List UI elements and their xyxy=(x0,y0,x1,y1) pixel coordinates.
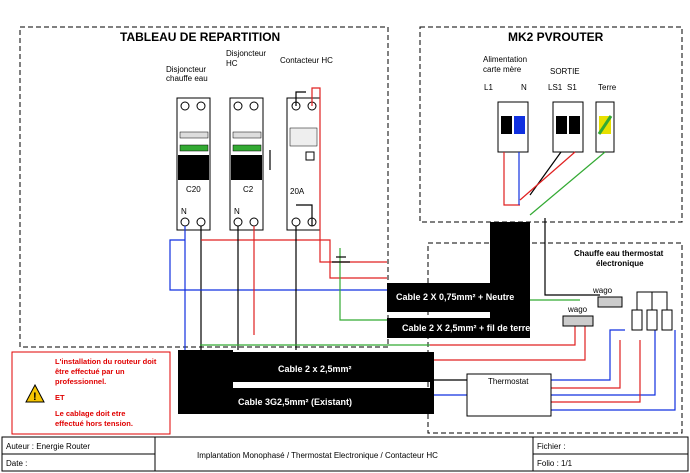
router-terminal-power xyxy=(497,101,529,153)
wago-2 xyxy=(562,315,594,327)
svg-text:C2: C2 xyxy=(243,185,254,194)
footer-file: Fichier : xyxy=(537,442,565,451)
cable-label-3: Cable 2 x 2,5mm² xyxy=(278,364,352,374)
svg-text:ET: ET xyxy=(55,393,65,402)
label-s1: S1 xyxy=(567,83,577,92)
label-l1: L1 xyxy=(484,83,493,92)
label-n: N xyxy=(521,83,527,92)
heating-elements xyxy=(631,291,673,331)
cable-label-4: Cable 3G2,5mm² (Existant) xyxy=(238,397,352,407)
wago-1 xyxy=(597,296,623,308)
label-earth: Terre xyxy=(598,83,617,92)
breaker2-label-1: Disjoncteur xyxy=(226,49,266,58)
panel-left-frame xyxy=(19,26,389,348)
svg-text:C20: C20 xyxy=(186,185,201,194)
svg-text:être effectué par un: être effectué par un xyxy=(55,367,125,376)
warning-icon: ! xyxy=(33,391,37,403)
breaker-hc: C2 N xyxy=(229,97,264,231)
svg-text:effectué hors tension.: effectué hors tension. xyxy=(55,419,133,428)
svg-text:Le cablage doit etre: Le cablage doit etre xyxy=(55,409,125,418)
power-label-2: carte mère xyxy=(483,65,522,74)
router-terminal-output xyxy=(552,101,584,153)
breaker1-label-1: Disjoncteur xyxy=(166,65,206,74)
thermostat-box xyxy=(466,373,552,417)
footer-folio: Folio : 1/1 xyxy=(537,459,573,468)
svg-text:N: N xyxy=(234,207,240,216)
breaker-chauffe-eau: C20 N xyxy=(176,97,211,231)
wires xyxy=(169,87,676,411)
title-block: Auteur : Energie Router Date : Implantat… xyxy=(1,436,689,472)
heater-title-1: Chauffe eau thermostat xyxy=(574,249,664,258)
warning-box: ! L'installation du routeur doit être ef… xyxy=(11,351,171,435)
breaker1-label-2: chauffe eau xyxy=(166,74,208,83)
svg-text:N: N xyxy=(181,207,187,216)
output-label: SORTIE xyxy=(550,67,580,76)
panel-right-frame xyxy=(419,26,683,223)
footer-date: Date : xyxy=(6,459,27,468)
contactor-hc: 20A xyxy=(286,97,321,231)
cable-label-1: Cable 2 X 0,75mm² + Neutre xyxy=(396,292,514,302)
contactor-label: Contacteur HC xyxy=(280,56,333,65)
svg-text:professionnel.: professionnel. xyxy=(55,377,106,386)
power-label-1: Alimentation xyxy=(483,55,527,64)
panel-left-title: TABLEAU DE REPARTITION xyxy=(120,30,280,44)
router-terminal-earth xyxy=(595,101,615,153)
panel-right-title: MK2 PVROUTER xyxy=(508,30,604,44)
footer-title: Implantation Monophasé / Thermostat Elec… xyxy=(197,451,438,460)
heater-title-2: électronique xyxy=(596,259,644,268)
thermostat-label: Thermostat xyxy=(488,377,529,386)
wago-label-2: wago xyxy=(567,305,588,314)
svg-text:L'installation du routeur doit: L'installation du routeur doit xyxy=(55,357,157,366)
wago-label-1: wago xyxy=(592,286,613,295)
breaker2-label-2: HC xyxy=(226,59,238,68)
footer-author: Auteur : Energie Router xyxy=(6,442,90,451)
cable-label-2: Cable 2 X 2,5mm² + fil de terre xyxy=(402,323,530,333)
label-ls1: LS1 xyxy=(548,83,563,92)
cable-bundles xyxy=(178,222,530,414)
svg-text:20A: 20A xyxy=(290,187,305,196)
